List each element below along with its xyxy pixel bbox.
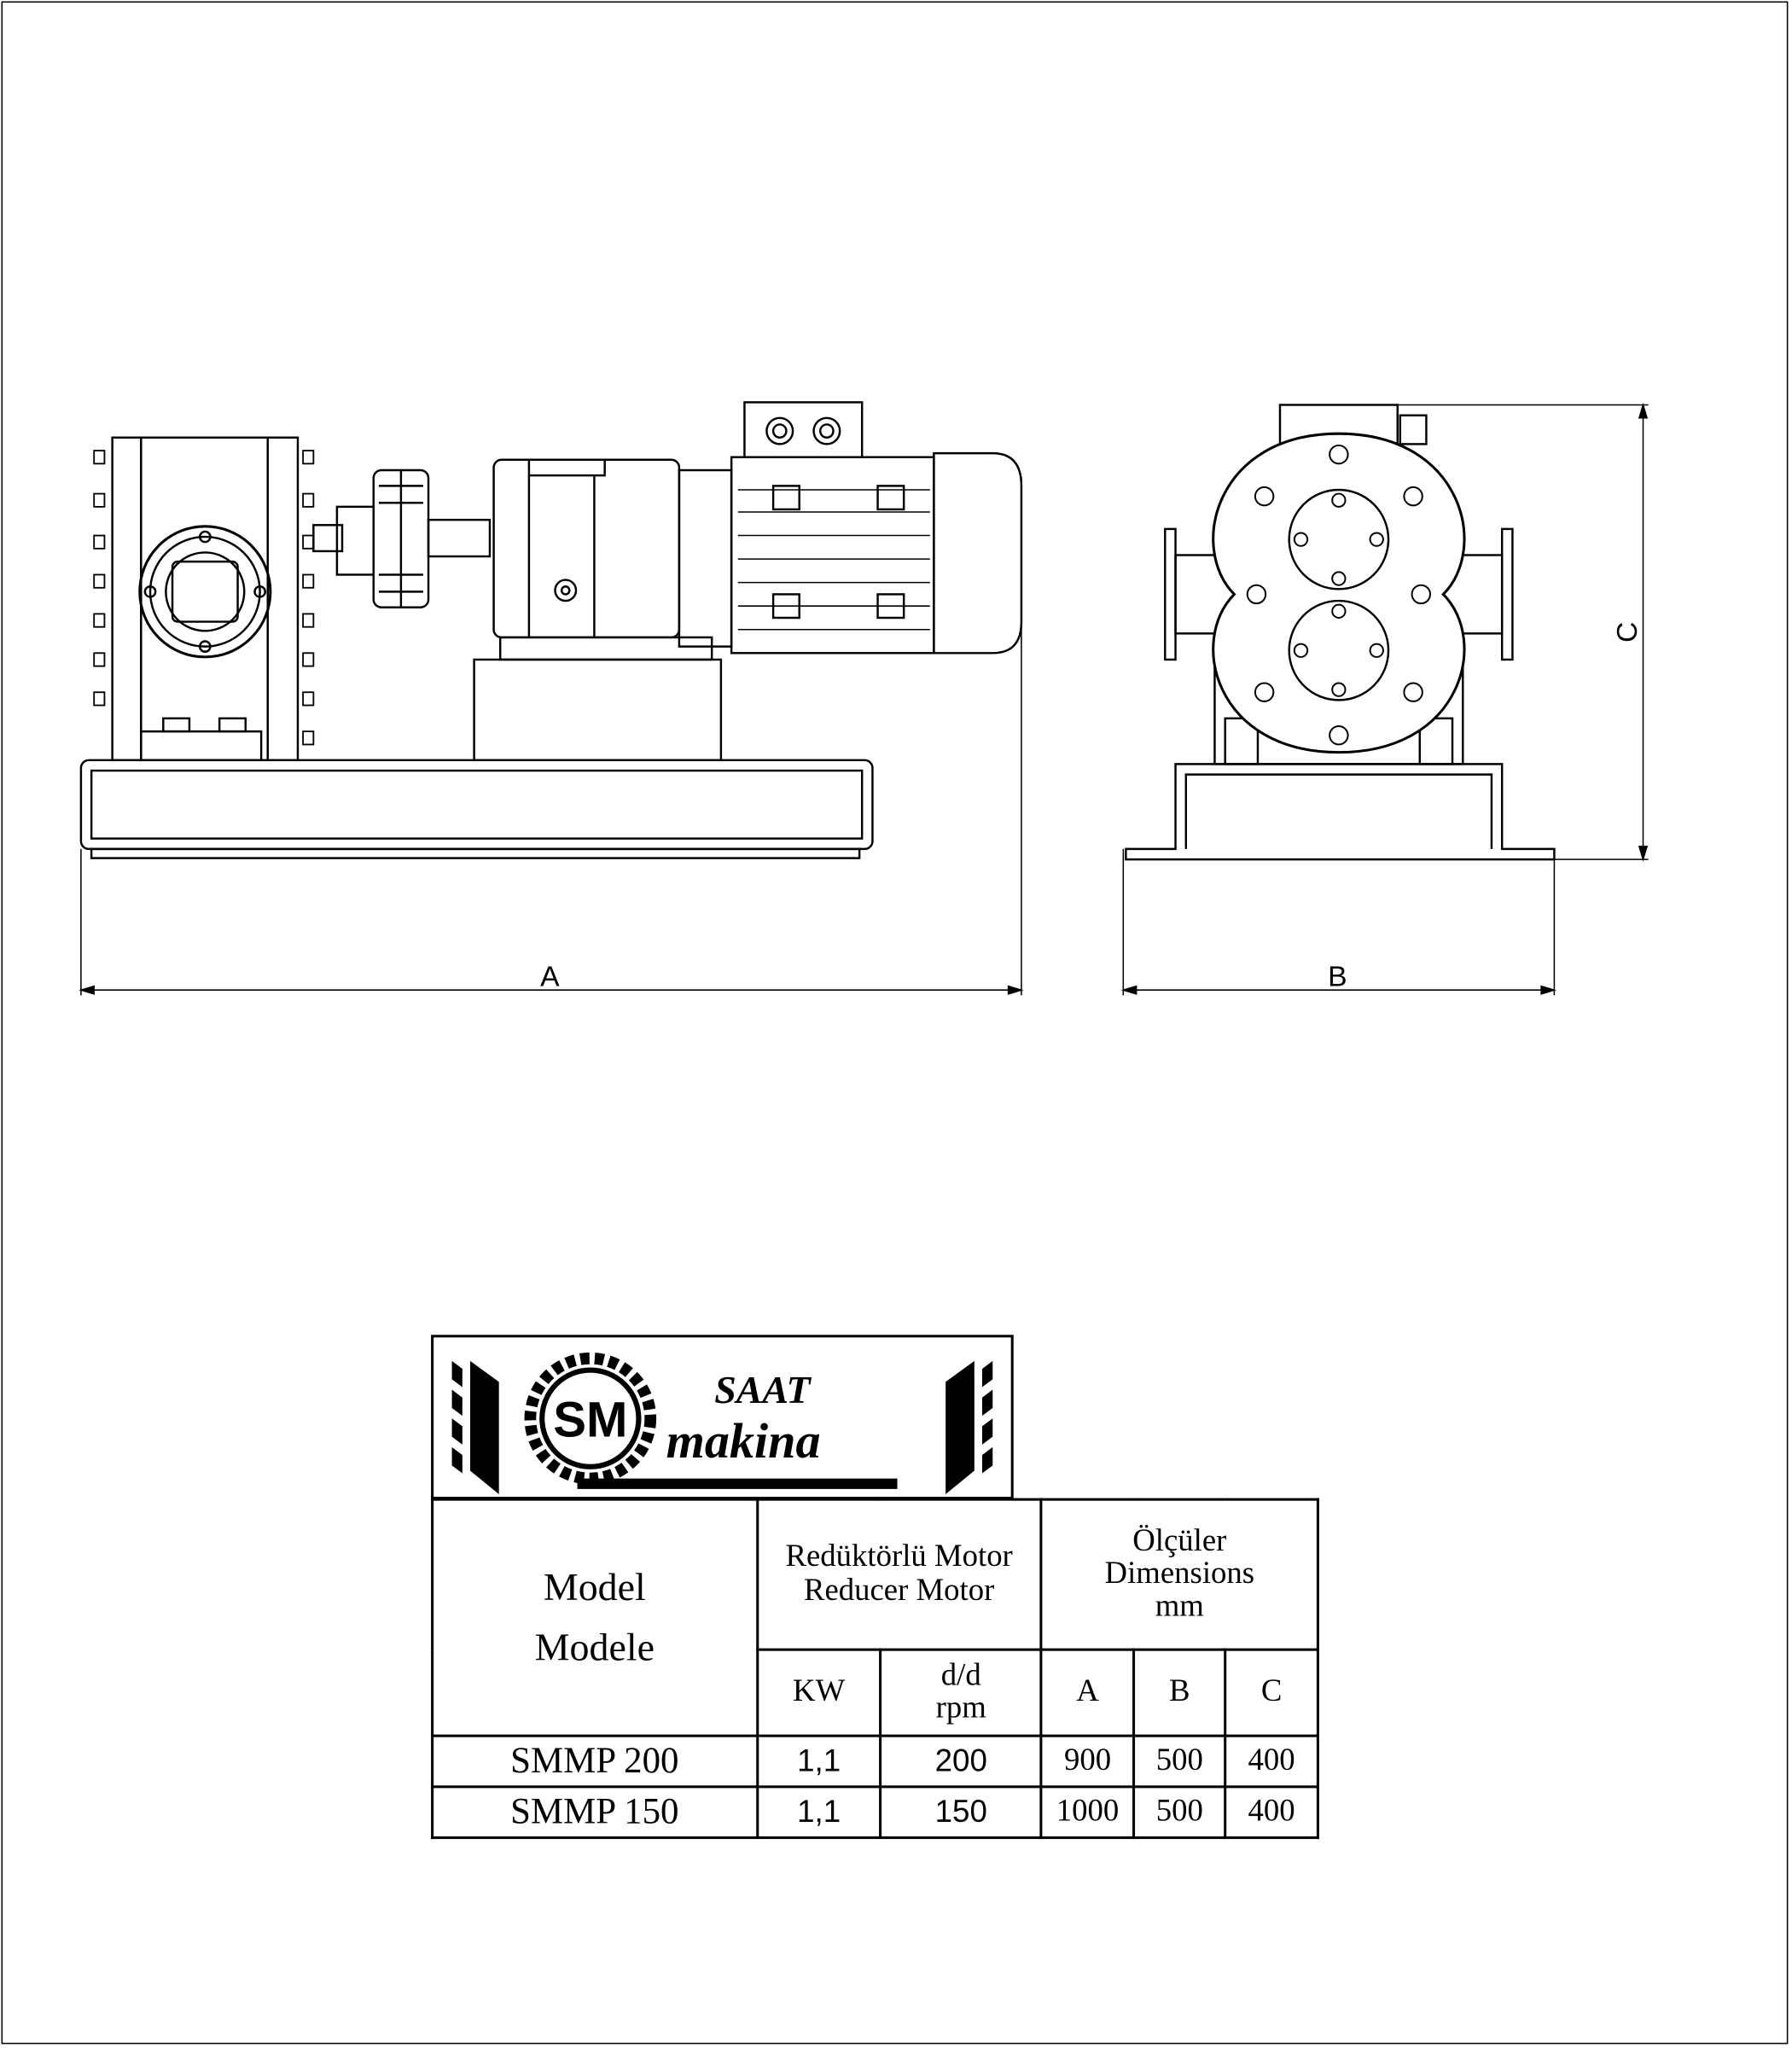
motor — [678, 401, 1023, 655]
cell-c: 400 — [1224, 1785, 1319, 1840]
logo-makina: makina — [666, 1413, 821, 1469]
header-model-tr: Model — [543, 1566, 646, 1609]
front-base — [1125, 763, 1556, 861]
front-view: B C — [1120, 402, 1649, 996]
cell-b: 500 — [1132, 1785, 1227, 1840]
header-rpm: d/d rpm — [879, 1648, 1043, 1737]
header-c: C — [1224, 1648, 1319, 1737]
dimension-a — [79, 476, 1024, 996]
header-motor-en: Reducer Motor — [803, 1573, 995, 1608]
specification-table: Model Modele Redüktörlü Motor Reducer Mo… — [431, 1498, 1319, 1840]
tire-tread-right — [945, 1360, 993, 1495]
gear-emblem: SM — [524, 1352, 898, 1489]
dimension-a-label: A — [540, 962, 560, 993]
cell-kw: 1,1 — [755, 1785, 882, 1840]
cell-b: 500 — [1132, 1734, 1227, 1789]
side-view: A — [79, 401, 1024, 996]
cell-c: 400 — [1224, 1734, 1319, 1789]
header-b: B — [1132, 1648, 1227, 1737]
dimension-c — [1397, 402, 1649, 862]
base-plate — [79, 759, 874, 859]
header-reducer-motor: Redüktörlü Motor Reducer Motor — [755, 1498, 1043, 1651]
header-dimensions-unit: mm — [1155, 1589, 1204, 1624]
gearbox — [473, 458, 723, 762]
header-model: Model Modele — [431, 1498, 759, 1737]
header-dimensions: Ölçüler Dimensions mm — [1039, 1498, 1319, 1651]
logo-monogram: SM — [553, 1393, 627, 1448]
logo-saat: SAAT — [714, 1368, 812, 1411]
pump-body — [93, 436, 315, 762]
header-dimensions-tr: Ölçüler — [1132, 1523, 1227, 1558]
cell-rpm: 150 — [879, 1785, 1043, 1840]
cell-model: SMMP 150 — [431, 1785, 759, 1840]
header-rpm-en: rpm — [935, 1691, 986, 1725]
company-logo-box: SM SAAT makina — [431, 1335, 1014, 1500]
cell-a: 900 — [1039, 1734, 1136, 1789]
dimension-c-label: C — [1612, 622, 1644, 643]
cell-a: 1000 — [1039, 1785, 1136, 1840]
header-dimensions-en: Dimensions — [1104, 1556, 1255, 1591]
table-row: SMMP 200 1,1 200 900 500 400 — [431, 1734, 1319, 1789]
header-kw: KW — [755, 1648, 882, 1737]
coupling — [312, 468, 492, 608]
saat-makina-logo: SM SAAT makina — [451, 1352, 993, 1495]
pump-cover — [1212, 432, 1466, 754]
header-rpm-dd: d/d — [940, 1658, 981, 1693]
cell-kw: 1,1 — [755, 1734, 882, 1789]
header-motor-tr: Redüktörlü Motor — [785, 1540, 1013, 1574]
tire-tread-left — [451, 1360, 499, 1495]
dimension-b — [1120, 848, 1557, 996]
header-model-fr: Modele — [534, 1625, 655, 1669]
cell-model: SMMP 200 — [431, 1734, 759, 1789]
table-row: SMMP 150 1,1 150 1000 500 400 — [431, 1785, 1319, 1840]
dimension-b-label: B — [1328, 962, 1347, 993]
cell-rpm: 200 — [879, 1734, 1043, 1789]
header-a: A — [1039, 1648, 1136, 1737]
